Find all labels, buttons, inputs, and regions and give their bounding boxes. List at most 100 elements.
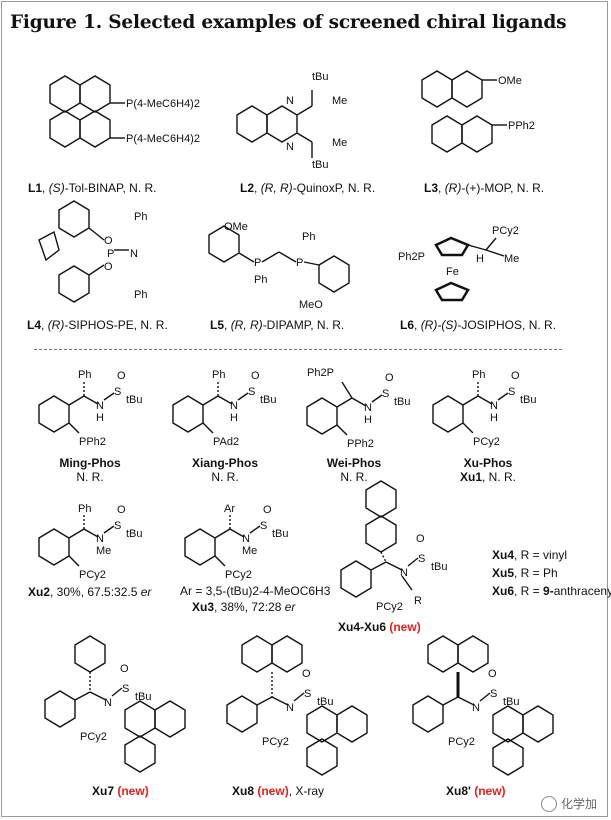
svg-text:O: O xyxy=(385,372,394,384)
def-xu6: Xu6, R = 9-anthracenyl xyxy=(492,584,611,598)
L5-subst-4: P xyxy=(296,257,303,269)
svg-text:O: O xyxy=(511,370,520,382)
structure-wei-phos: Ph2P O S tBu N H PPh2 xyxy=(302,362,422,457)
structure-xu4-xu6: O S tBu N PCy2 R xyxy=(336,470,486,620)
structure-L1: P(4-MeC6H4)2 P(4-MeC6H4)2 xyxy=(40,60,220,170)
svg-text:O: O xyxy=(263,504,272,516)
L4-subst-2: O xyxy=(104,261,113,273)
svg-text:PCy2: PCy2 xyxy=(262,736,289,748)
svg-text:PCy2: PCy2 xyxy=(448,736,475,748)
L1-subst-1: P(4-MeC6H4)2 xyxy=(126,98,200,110)
caption-L3: L3, (R)-(+)-MOP, N. R. xyxy=(424,181,545,195)
svg-text:N: N xyxy=(472,702,480,714)
caption-xiang-phos: Xiang-Phos N. R. xyxy=(191,456,258,484)
L6-subst-2: Ph2P xyxy=(398,251,425,263)
structure-L6: Ph2P Fe PCy2 H Me xyxy=(396,220,556,315)
caption-xu8-prime: Xu8' (new) xyxy=(446,784,506,798)
svg-text:H: H xyxy=(364,414,372,426)
caption-L1: L1, N. R., (S)-Tol-BINAP, N. R. xyxy=(28,181,157,195)
svg-text:S: S xyxy=(260,520,267,532)
structure-L3: OMe PPh2 xyxy=(412,60,572,170)
L2-subst-3: Me xyxy=(332,137,347,149)
svg-text:Ph: Ph xyxy=(472,369,485,381)
svg-text:O: O xyxy=(117,370,126,382)
svg-text:S: S xyxy=(382,388,389,400)
svg-text:N: N xyxy=(230,400,238,412)
caption-xu7: Xu7 (new) xyxy=(92,784,149,798)
svg-text:S: S xyxy=(122,683,129,695)
watermark-logo-icon xyxy=(540,795,557,812)
L5-subst-2: Ph xyxy=(254,274,267,286)
svg-text:O: O xyxy=(251,370,260,382)
structure-xu8-prime: O S tBu N PCy2 xyxy=(408,635,568,776)
svg-text:N: N xyxy=(286,141,294,153)
svg-text:tBu: tBu xyxy=(260,394,277,406)
svg-text:S: S xyxy=(304,688,311,700)
svg-text:PAd2: PAd2 xyxy=(213,436,239,448)
svg-text:tBu: tBu xyxy=(126,394,143,406)
svg-text:tBu: tBu xyxy=(135,691,152,703)
svg-text:H: H xyxy=(490,412,498,424)
L3-subst-2: PPh2 xyxy=(508,120,535,132)
structure-ming-phos: Ph O S tBu N H PPh2 xyxy=(34,365,154,455)
structure-xu2: Ph O S tBu N Me PCy2 xyxy=(34,503,164,583)
L5-subst-6: MeO xyxy=(299,299,323,311)
svg-text:tBu: tBu xyxy=(126,528,143,540)
svg-text:PCy2: PCy2 xyxy=(80,731,107,743)
svg-text:Ph2P: Ph2P xyxy=(307,367,334,379)
figure-title: Figure 1. Selected examples of screened … xyxy=(10,12,567,33)
L2-subst-2: Me xyxy=(332,95,347,107)
L4-subst-4: N xyxy=(130,248,138,260)
structure-xu7: O S tBu N PCy2 xyxy=(40,635,200,775)
caption-xu3-ar: Ar = 3,5-(tBu)2-4-MeOC6H3 xyxy=(180,584,331,598)
structure-L2: N N tBu Me Me tBu xyxy=(232,60,372,171)
svg-text:H: H xyxy=(230,412,238,424)
structure-xu3: Ar O S tBu N Me PCy2 xyxy=(180,503,310,583)
svg-text:S: S xyxy=(490,688,497,700)
caption-L5: L5, (R, R)-DIPAMP, N. R. xyxy=(210,318,345,332)
svg-text:S: S xyxy=(508,386,515,398)
caption-xu-phos: Xu-Phos Xu1, N. R. xyxy=(459,456,517,484)
svg-text:N: N xyxy=(96,533,104,545)
svg-text:Me: Me xyxy=(242,545,257,557)
caption-wei-phos: Wei-Phos N. R. xyxy=(326,456,382,484)
svg-text:Ph: Ph xyxy=(78,503,91,515)
svg-text:O: O xyxy=(302,668,311,680)
def-xu4: Xu4, R = vinyl xyxy=(492,548,568,562)
structure-xu-phos: Ph O S tBu N H PCy2 xyxy=(428,365,548,455)
svg-text:R: R xyxy=(414,595,422,607)
caption-xu3: Xu3, 38%, 72:28 er xyxy=(192,600,296,614)
svg-text:O: O xyxy=(488,668,497,680)
svg-text:tBu: tBu xyxy=(272,528,289,540)
svg-text:tBu: tBu xyxy=(503,696,520,708)
L6-subst-1: PCy2 xyxy=(492,225,519,237)
svg-text:S: S xyxy=(248,386,255,398)
svg-text:PCy2: PCy2 xyxy=(79,569,106,581)
svg-text:O: O xyxy=(120,663,129,675)
structure-L5: OMe Ph P P Ph MeO xyxy=(204,220,364,315)
L4-subst-5: Ph xyxy=(134,211,147,223)
svg-text:N: N xyxy=(104,697,112,709)
svg-text:H: H xyxy=(96,412,104,424)
L3-subst-1: OMe xyxy=(498,75,522,87)
L2-subst-4: tBu xyxy=(312,159,329,171)
svg-text:tBu: tBu xyxy=(317,696,334,708)
svg-text:PCy2: PCy2 xyxy=(376,601,403,613)
def-xu5: Xu5, R = Ph xyxy=(492,566,558,580)
svg-text:N: N xyxy=(286,95,294,107)
L1-subst-2: P(4-MeC6H4)2 xyxy=(126,133,200,145)
svg-text:N: N xyxy=(400,567,408,579)
L4-subst-1: O xyxy=(104,235,113,247)
svg-text:PPh2: PPh2 xyxy=(347,438,374,450)
L5-subst-3: P xyxy=(254,257,261,269)
structure-L4: O O P N Ph Ph xyxy=(34,200,194,315)
caption-xu2: Xu2, 30%, 67.5:32.5 er xyxy=(28,585,152,599)
structure-xiang-phos: Ph O S tBu N H PAd2 xyxy=(168,365,288,455)
svg-text:S: S xyxy=(114,520,121,532)
L6-subst-4: H xyxy=(476,253,484,265)
watermark: 化学加 xyxy=(540,795,597,812)
svg-text:N: N xyxy=(364,402,372,414)
svg-text:PCy2: PCy2 xyxy=(225,569,252,581)
svg-text:PCy2: PCy2 xyxy=(473,436,500,448)
svg-text:N: N xyxy=(286,702,294,714)
